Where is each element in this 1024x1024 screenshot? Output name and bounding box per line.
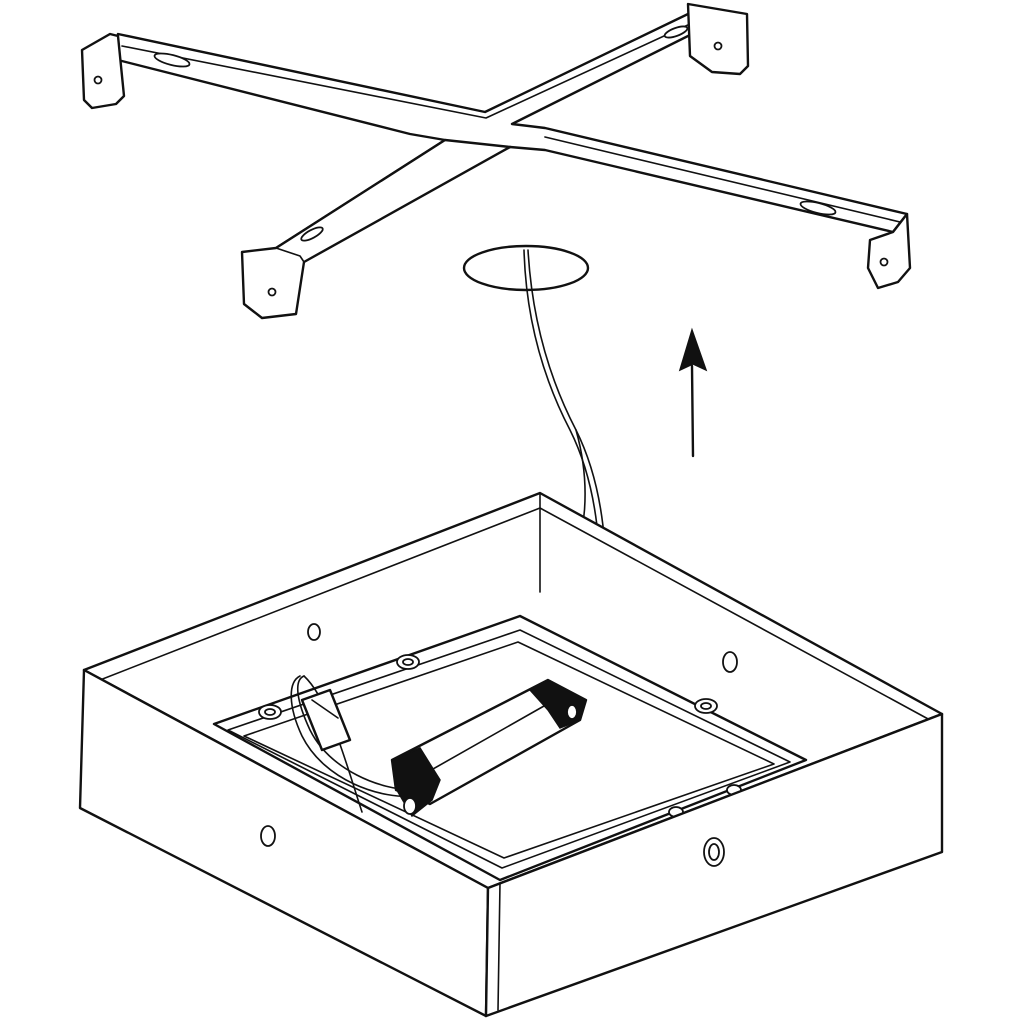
square-luminaire-housing [78,491,944,1018]
direction-arrow [678,327,708,458]
bracket-tab-left [80,32,126,110]
bracket-plate [108,12,909,258]
screw-hole [93,75,103,85]
arrow-up-icon [678,327,708,372]
mounting-slot [663,25,689,39]
wall-hole [307,623,321,641]
floor-screw [258,704,282,720]
bracket-tab-top [686,2,750,76]
cross-mounting-bracket [80,2,912,320]
ceiling-cable-hole [462,244,590,292]
screw-hole [713,41,723,51]
arrow-shaft [690,364,695,458]
floor-screw [694,698,718,714]
floor-screw [396,654,420,670]
terminal-clip [300,688,352,752]
mounting-slot [300,226,324,242]
mounting-slot [799,200,837,216]
bracket-arm-lower-left [240,138,512,320]
screw-hole [879,257,889,267]
driver-end-cap-left [391,747,441,818]
wall-hole [722,651,738,673]
led-driver [290,675,588,818]
screw-hole [267,287,277,297]
mounting-slot [153,52,191,68]
wall-hole [260,825,276,847]
bracket-tab-right [866,212,912,290]
